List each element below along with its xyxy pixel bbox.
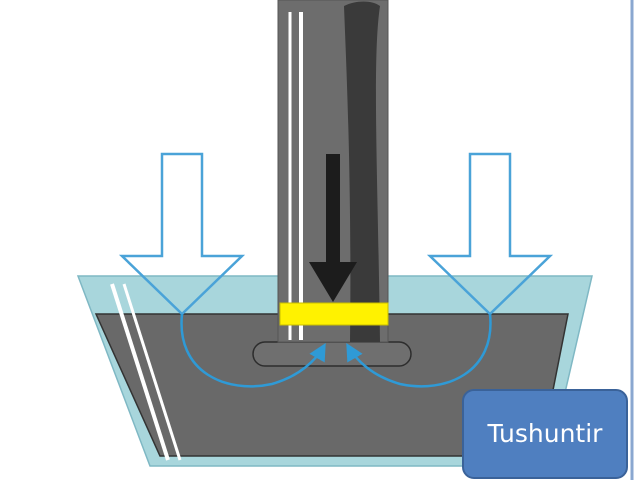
down-solid-arrow-icon: [309, 154, 357, 302]
yellow-band: [279, 302, 389, 326]
explain-button-label: Tushuntir: [487, 419, 603, 448]
down-outline-arrow-icon: [118, 152, 246, 316]
tube-shadow: [344, 1, 380, 342]
glass-reflection: [122, 283, 182, 461]
container: [76, 275, 593, 467]
immersion-slot: [252, 341, 412, 367]
slide-border: [630, 0, 634, 480]
explain-button[interactable]: Tushuntir: [462, 389, 628, 479]
curved-flow-arrow-icon: [346, 313, 492, 388]
curved-flow-arrow-icon: [180, 313, 326, 388]
down-outline-arrow-icon: [426, 152, 554, 316]
glass-reflection: [110, 283, 170, 461]
immersion-diagram: [76, 0, 593, 467]
